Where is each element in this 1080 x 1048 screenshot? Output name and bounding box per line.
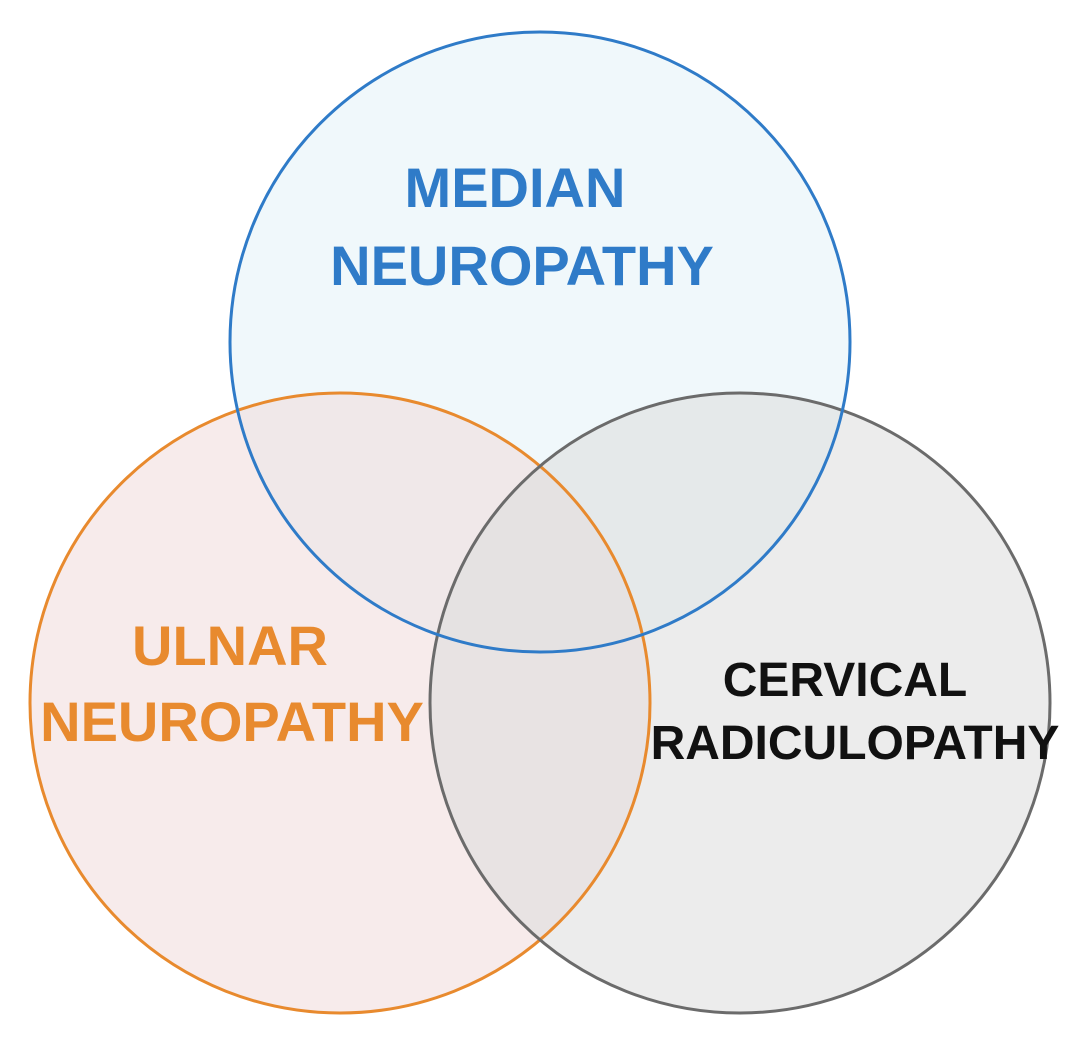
venn-fills xyxy=(30,32,1050,1013)
median-label-line-2: NEUROPATHY xyxy=(330,234,714,297)
cervical-label-line-1: CERVICAL xyxy=(723,654,967,707)
cervical-radiculopathy-circle-outline xyxy=(428,391,1052,1015)
ulnar-neuropathy-circle-outline xyxy=(28,391,652,1015)
median-neuropathy-circle-outline xyxy=(228,30,852,654)
ulnar-neuropathy-label: ULNAR NEUROPATHY xyxy=(40,614,424,753)
ulnar-label-line-1: ULNAR xyxy=(132,614,328,677)
cervical-radiculopathy-label: CERVICAL RADICULOPATHY xyxy=(651,654,1060,770)
cervical-label-line-2: RADICULOPATHY xyxy=(651,717,1060,770)
cervical-radiculopathy-circle-fill xyxy=(430,393,1050,1013)
venn-outlines xyxy=(28,30,1052,1015)
median-label-line-1: MEDIAN xyxy=(405,156,626,219)
ulnar-label-line-2: NEUROPATHY xyxy=(40,690,424,753)
median-neuropathy-label: MEDIAN NEUROPATHY xyxy=(330,156,714,297)
